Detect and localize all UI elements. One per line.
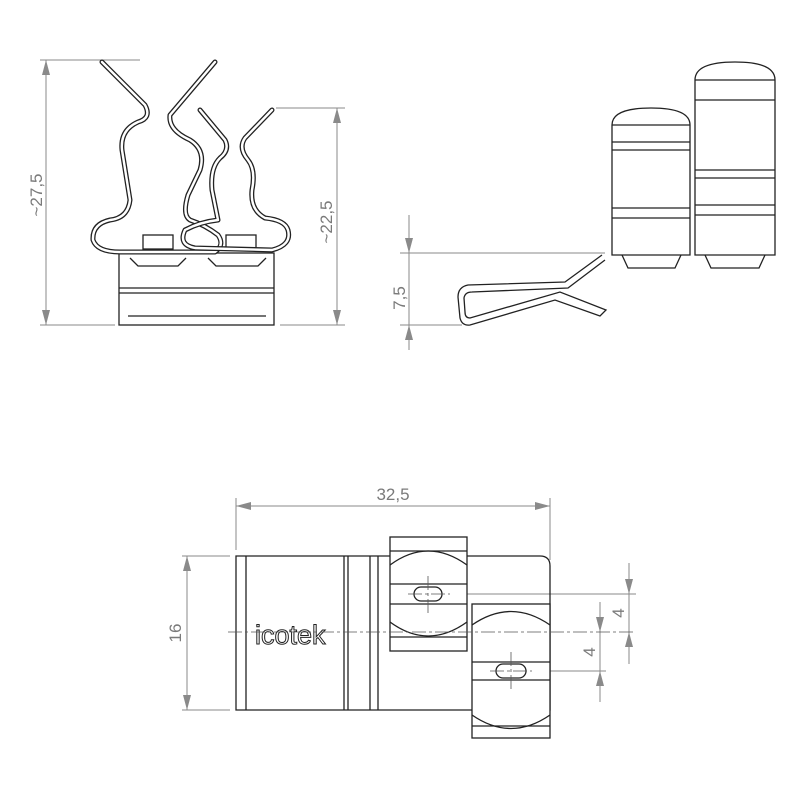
dim-base-height-label: 7,5 <box>390 286 409 310</box>
dimension-depth: 16 <box>166 555 230 711</box>
holder-upper <box>389 536 468 652</box>
dim-width-label: 32,5 <box>376 485 409 504</box>
dimension-offsets: 4 4 <box>455 563 636 702</box>
cylinder-large <box>694 61 776 269</box>
dim-depth-label: 16 <box>166 624 185 643</box>
dim-offset-lower-label: 4 <box>580 647 599 656</box>
clip-plate-side <box>457 254 608 326</box>
dim-offset-upper-label: 4 <box>609 608 628 617</box>
dim-total-height-label: ~27,5 <box>27 173 46 216</box>
cylinder-small <box>611 107 691 269</box>
top-view: 32,5 16 4 4 i <box>166 485 636 739</box>
clip-body-top: icotek <box>235 555 551 711</box>
front-view: ~27,5 ~22,5 <box>27 59 345 326</box>
dimension-width: 32,5 <box>235 485 551 560</box>
dim-clip-height-label: ~22,5 <box>317 200 336 243</box>
side-view: 7,5 <box>390 61 776 350</box>
holder-lower <box>471 603 551 739</box>
icotek-logo: icotek <box>255 620 326 650</box>
spring-wires <box>90 59 292 255</box>
clip-body-front <box>118 234 275 326</box>
dimension-total-height: ~27,5 <box>27 59 140 326</box>
dimension-clip-height: ~22,5 <box>276 107 345 326</box>
dimension-base-height: 7,5 <box>390 215 605 350</box>
